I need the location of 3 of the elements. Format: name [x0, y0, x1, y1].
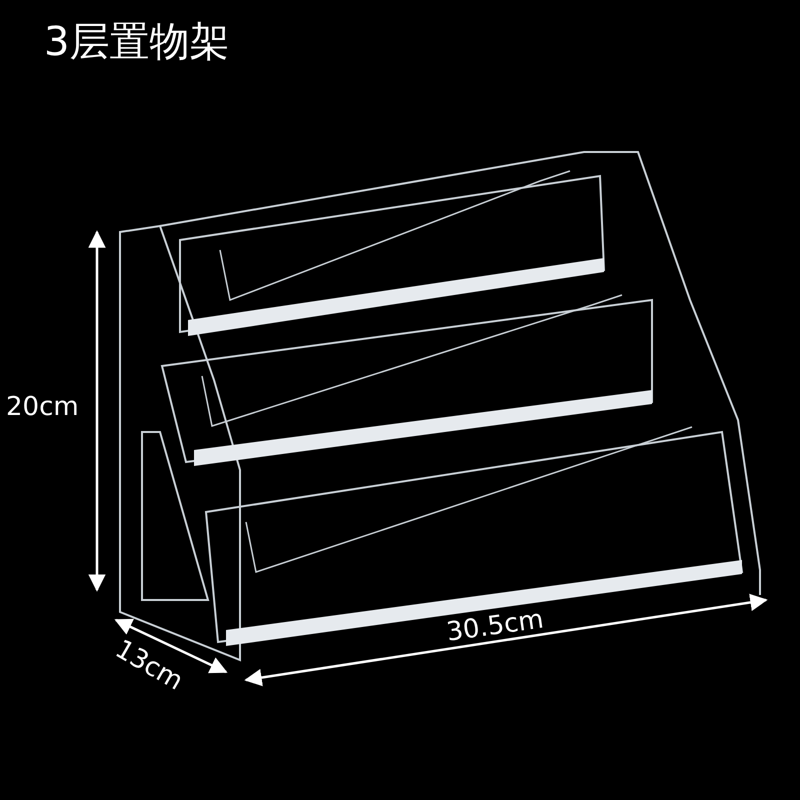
dimension-label: 30.5cm	[445, 606, 546, 646]
title: 3层置物架	[44, 22, 230, 62]
dimension-label: 20cm	[6, 394, 79, 420]
